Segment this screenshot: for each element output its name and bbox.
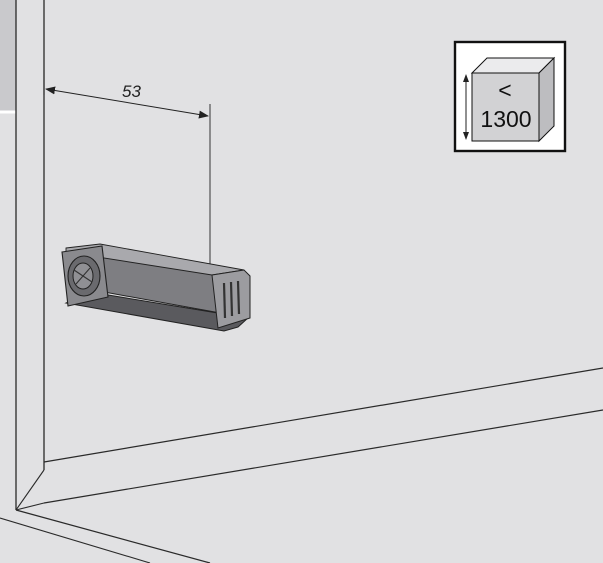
- bottom-back-edge: [43, 367, 603, 463]
- push-to-open-device: [61, 243, 251, 332]
- bottom-top-edge: [43, 409, 603, 504]
- dimension-line: [45, 86, 209, 119]
- bottom-lower-edge: [0, 517, 151, 563]
- height-icon: < 1300: [453, 40, 567, 153]
- bottom-corner-edge: [15, 502, 45, 511]
- bottom-front-edge: [15, 509, 211, 563]
- height-icon-symbol: <: [498, 77, 511, 103]
- side-panel-corner: [15, 469, 45, 511]
- side-panel-strip: [0, 0, 16, 112]
- height-icon-value: 1300: [480, 106, 531, 132]
- dimension-label: 53: [122, 82, 141, 101]
